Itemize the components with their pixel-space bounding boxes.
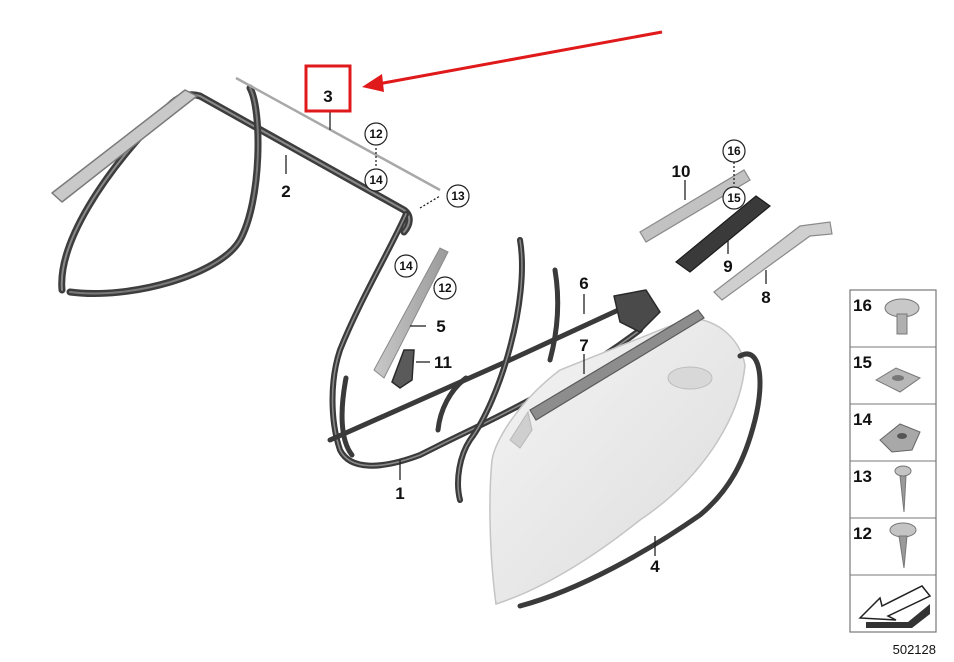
svg-text:14: 14 xyxy=(399,259,413,273)
fastener-legend: 16 15 14 13 12 xyxy=(849,289,937,633)
callout-4: 4 xyxy=(650,557,660,576)
callout-3: 3 xyxy=(323,87,332,106)
svg-text:12: 12 xyxy=(438,281,452,295)
legend-num-14: 14 xyxy=(853,410,872,429)
circle-callout-12a: 12 xyxy=(364,122,388,146)
legend-num-16: 16 xyxy=(853,296,872,315)
nut-clip-icon xyxy=(874,367,922,393)
channel-part-9 xyxy=(675,195,771,273)
bracket-part-11 xyxy=(391,349,415,389)
circle-callout-16: 16 xyxy=(722,139,746,163)
leader-lines xyxy=(285,112,767,556)
circle-callouts: 12 14 13 16 15 14 12 xyxy=(364,122,746,300)
belt-strip-part-7 xyxy=(529,309,705,421)
screw-icon xyxy=(894,465,912,513)
door-panel xyxy=(489,317,746,605)
legend-num-13: 13 xyxy=(853,467,872,486)
callout-6: 6 xyxy=(579,274,588,293)
callout-7: 7 xyxy=(579,336,588,355)
callout-11: 11 xyxy=(434,353,452,372)
svg-text:16: 16 xyxy=(727,144,741,158)
callout-10: 10 xyxy=(672,162,691,181)
svg-text:14: 14 xyxy=(369,173,383,187)
highlight-annotation xyxy=(304,30,663,113)
door-seal-part-4 xyxy=(517,351,763,609)
circle-callout-13: 13 xyxy=(446,184,470,208)
pillar-strip-part-5 xyxy=(373,247,449,379)
circle-callout-14b: 14 xyxy=(394,254,418,278)
callout-8: 8 xyxy=(761,288,770,307)
svg-text:13: 13 xyxy=(451,189,465,203)
callout-labels: 3 2 5 11 1 6 7 10 9 8 4 xyxy=(281,87,770,576)
circle-callout-15: 15 xyxy=(722,186,746,210)
callout-9: 9 xyxy=(723,257,732,276)
strip-part-8 xyxy=(713,221,833,301)
callout-1: 1 xyxy=(395,484,404,503)
flange-screw-icon xyxy=(889,522,917,569)
door-seal-part-1 xyxy=(327,211,661,503)
callout-2: 2 xyxy=(281,182,290,201)
trim-part-10 xyxy=(639,169,751,243)
callout-5: 5 xyxy=(436,317,445,336)
circle-callout-12b: 12 xyxy=(433,276,457,300)
diagram-id: 502128 xyxy=(893,642,936,657)
window-seal-part-2 xyxy=(51,84,413,297)
legend-num-15: 15 xyxy=(853,353,872,372)
circle-callout-14a: 14 xyxy=(364,168,388,192)
torx-screw-icon xyxy=(884,298,920,335)
svg-text:12: 12 xyxy=(369,127,383,141)
trim-rod-part-3 xyxy=(235,76,441,192)
arrow-direction-icon xyxy=(858,585,932,628)
legend-num-12: 12 xyxy=(853,524,872,543)
clip-icon xyxy=(879,423,921,453)
svg-text:15: 15 xyxy=(727,191,741,205)
